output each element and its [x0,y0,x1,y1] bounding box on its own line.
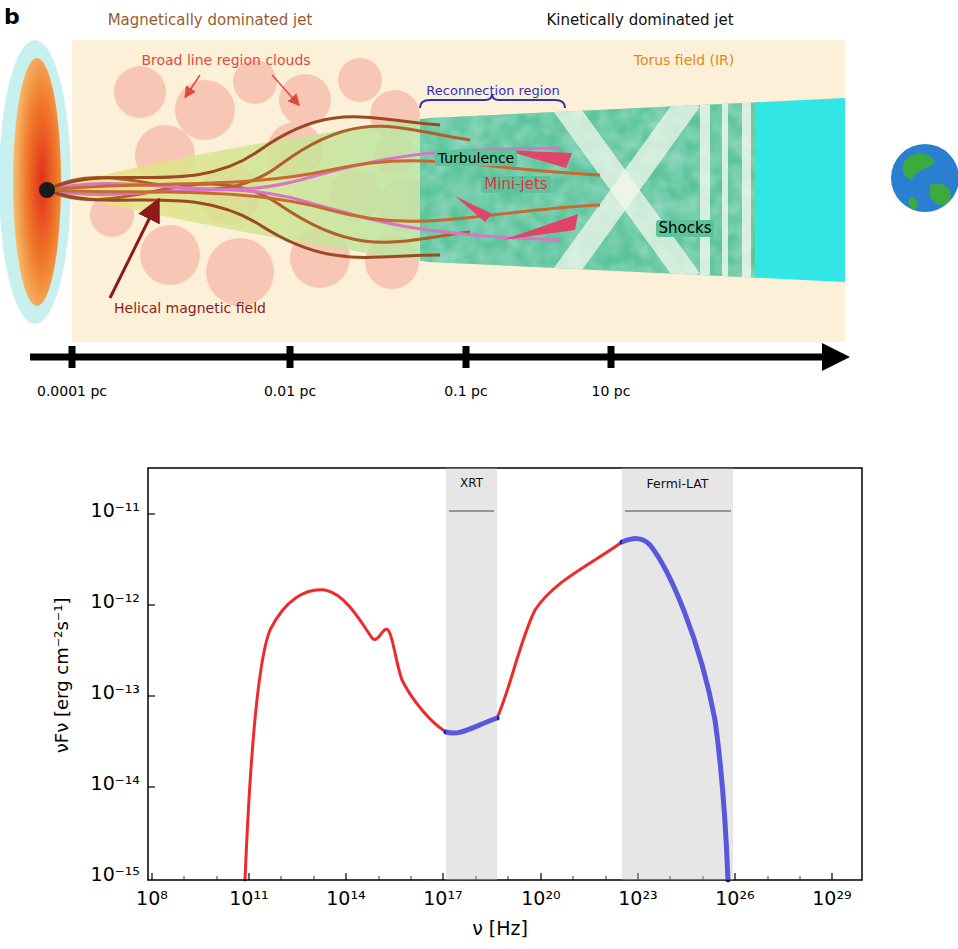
x-axis-title: ν [Hz] [472,918,528,940]
callout-label: Reconnection region [426,84,559,99]
distance-tick: 0.0001 pc [37,383,107,399]
x-tick-label: 10¹¹ [229,888,268,910]
y-tick-label: 10⁻¹⁴ [91,773,140,795]
distance-tick: 10 pc [592,383,631,399]
xrt-band: XRT [446,468,497,880]
y-tick-label: 10⁻¹² [91,591,140,613]
y-tick-label: 10⁻¹⁵ [91,864,140,886]
region-label: Mini-jets [481,176,550,193]
distance-tick: 0.01 pc [264,383,316,399]
distance-tick: 0.1 pc [444,383,487,399]
y-axis-title: νFν [erg cm⁻²s⁻¹] [52,597,73,753]
x-tick-label: 10²³ [618,888,657,910]
x-tick-label: 10¹⁴ [326,888,365,910]
region-title: Kinetically dominated jet [546,12,733,29]
callout-label: Torus field (IR) [634,52,735,68]
x-tick-label: 10⁸ [136,888,168,910]
fermi-band: Fermi-LAT [622,468,733,880]
region-label: Shocks [656,220,715,237]
x-tick-label: 10²⁰ [521,888,560,910]
region-title: Magnetically dominated jet [108,12,313,29]
band-label: XRT [446,476,497,490]
callout-label: Broad line region clouds [141,52,310,68]
region-label: Turbulence [435,150,518,166]
callout-label: Helical magnetic field [114,300,266,316]
panel-letter: b [4,4,20,29]
band-label: Fermi-LAT [622,476,733,491]
x-tick-label: 10¹⁷ [423,888,462,910]
y-tick-label: 10⁻¹¹ [91,500,140,522]
x-tick-label: 10²⁹ [812,888,851,910]
x-tick-label: 10²⁶ [715,888,754,910]
y-tick-label: 10⁻¹³ [91,682,140,704]
